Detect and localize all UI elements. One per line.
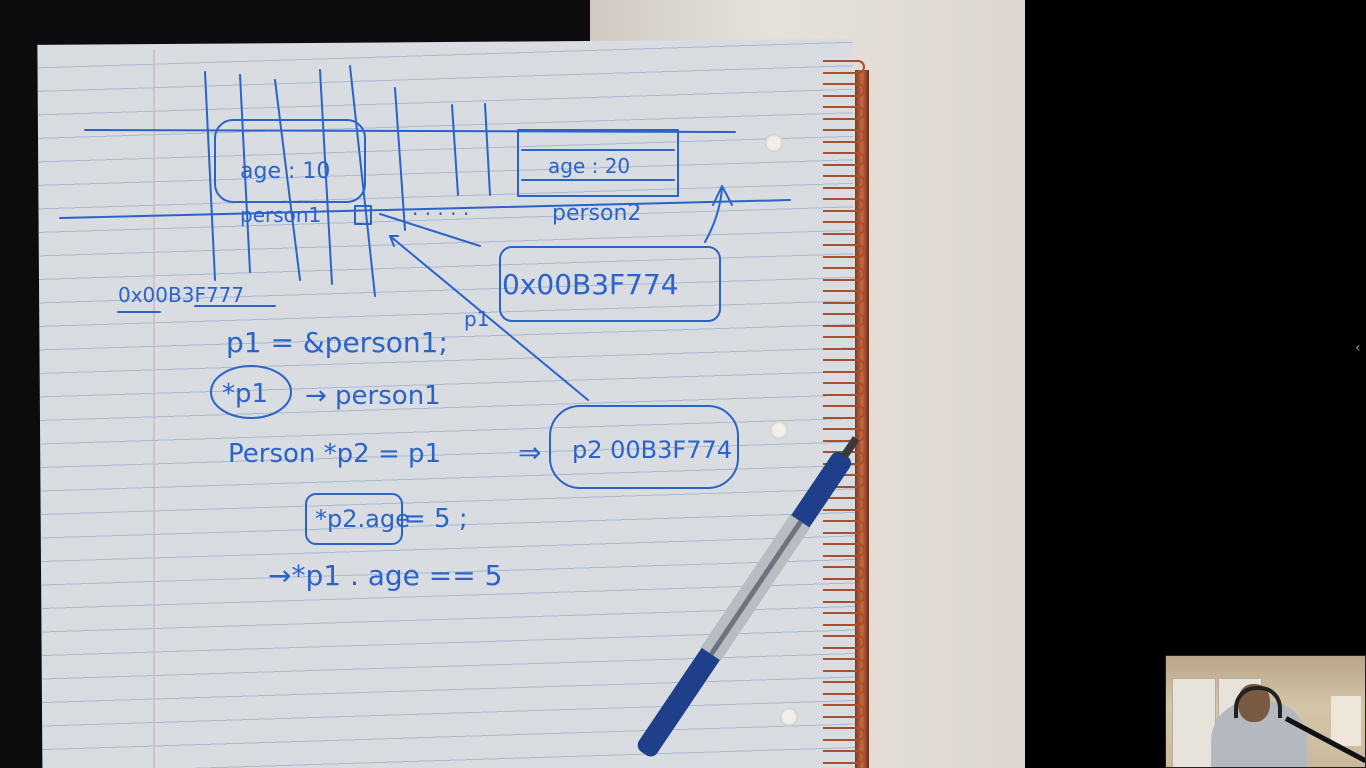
pen	[637, 436, 860, 757]
spiral-coil	[823, 106, 865, 120]
spiral-coil	[823, 543, 865, 557]
spiral-coil	[823, 428, 865, 442]
spiral-coil	[823, 566, 865, 580]
block-person2	[517, 129, 679, 197]
spiral-coil	[823, 658, 865, 672]
address-marker	[354, 205, 372, 225]
caption-person2: person2	[552, 201, 641, 226]
arrow-box-to-person1	[379, 213, 481, 247]
note-line-p1-assign: p1 = &person1;	[226, 326, 448, 359]
spiral-coil	[823, 267, 865, 281]
spiral-coil	[823, 497, 865, 511]
headphones-icon	[1234, 686, 1282, 718]
spiral-coil	[823, 175, 865, 189]
p1-address-box	[499, 246, 721, 322]
spiral-coil	[823, 681, 865, 695]
p1-tag: p1	[464, 307, 489, 331]
code-notes: p1 = &person1; *p1 → person1 Person *p2 …	[210, 326, 739, 592]
note-line-p2-decl: Person *p2 = p1	[228, 439, 441, 469]
webcam-thumbnail	[1165, 655, 1366, 768]
webcam-shelf	[1331, 696, 1361, 746]
address-left: 0x00B3F777	[118, 283, 244, 307]
memory-diagram: age : 10 age : 20 person1 . . . . . pers…	[59, 65, 791, 401]
note-p1-age-equals: →*p1 . age == 5	[268, 559, 502, 592]
arrow-head	[712, 185, 733, 206]
arrow-head	[389, 235, 399, 247]
block-right-label: age : 20	[548, 154, 630, 178]
note-deref-p2-age: *p2.age	[315, 505, 410, 533]
arrow-to-person2	[704, 187, 723, 243]
spiral-coil	[823, 589, 865, 603]
note-line-deref-p1: *p1	[222, 379, 268, 409]
arrow-p2-to-person1	[389, 235, 589, 401]
dots: . . . . .	[412, 196, 469, 220]
spiral-coil	[823, 704, 865, 718]
note-line-person1: → person1	[305, 381, 441, 411]
grid-line	[451, 104, 459, 196]
memory-line-bottom	[59, 199, 791, 219]
caption-person1: person1	[240, 203, 321, 227]
grid-line	[274, 79, 301, 281]
note-implies: ⇒	[518, 436, 541, 469]
spiral-coil	[823, 727, 865, 741]
side-panel	[1025, 0, 1366, 768]
webcam-door	[1172, 678, 1216, 767]
spiral-coil	[823, 336, 865, 350]
spiral-coil	[823, 635, 865, 649]
deref-p2-box	[305, 493, 403, 545]
handwritten-notes: age : 10 age : 20 person1 . . . . . pers…	[59, 65, 860, 757]
collapse-icon[interactable]: ‹	[1355, 340, 1361, 356]
address-box-text: 0x00B3F774	[502, 268, 679, 301]
spiral-coil	[823, 83, 865, 97]
grid-line	[204, 71, 216, 281]
block-person1	[214, 119, 366, 203]
margin-line	[153, 50, 155, 768]
circle-deref-p1	[210, 365, 292, 419]
memory-line-top	[84, 129, 736, 133]
note-p2-address: p2 00B3F774	[572, 436, 732, 464]
spiral-coil	[823, 313, 865, 327]
spiral-coil	[823, 359, 865, 373]
punch-hole	[770, 421, 788, 439]
spiral-coil	[823, 612, 865, 626]
spiral-coil	[823, 520, 865, 534]
spiral-coil	[823, 750, 865, 764]
note-assign-5: = 5 ;	[404, 504, 468, 534]
spiral-coil	[823, 382, 865, 396]
spiral-coil	[823, 405, 865, 419]
punch-hole	[780, 708, 798, 726]
spiral-coil	[823, 129, 865, 143]
spiral-coil	[823, 152, 865, 166]
spiral-coil	[823, 221, 865, 235]
spiral-coil	[823, 290, 865, 304]
punch-hole	[765, 134, 783, 152]
spiral-coil	[823, 198, 865, 212]
grid-line	[349, 65, 376, 297]
spiral-binding	[823, 60, 873, 768]
grid-line	[484, 103, 491, 196]
grid-line	[394, 87, 406, 231]
spiral-coil	[823, 244, 865, 258]
grid-line	[319, 69, 333, 285]
spiral-coil	[823, 60, 865, 74]
block-left-label: age : 10	[240, 159, 330, 184]
grid-line	[239, 74, 251, 273]
video-frame: age : 10 age : 20 person1 . . . . . pers…	[0, 0, 1025, 768]
p2-address-box	[549, 405, 739, 489]
